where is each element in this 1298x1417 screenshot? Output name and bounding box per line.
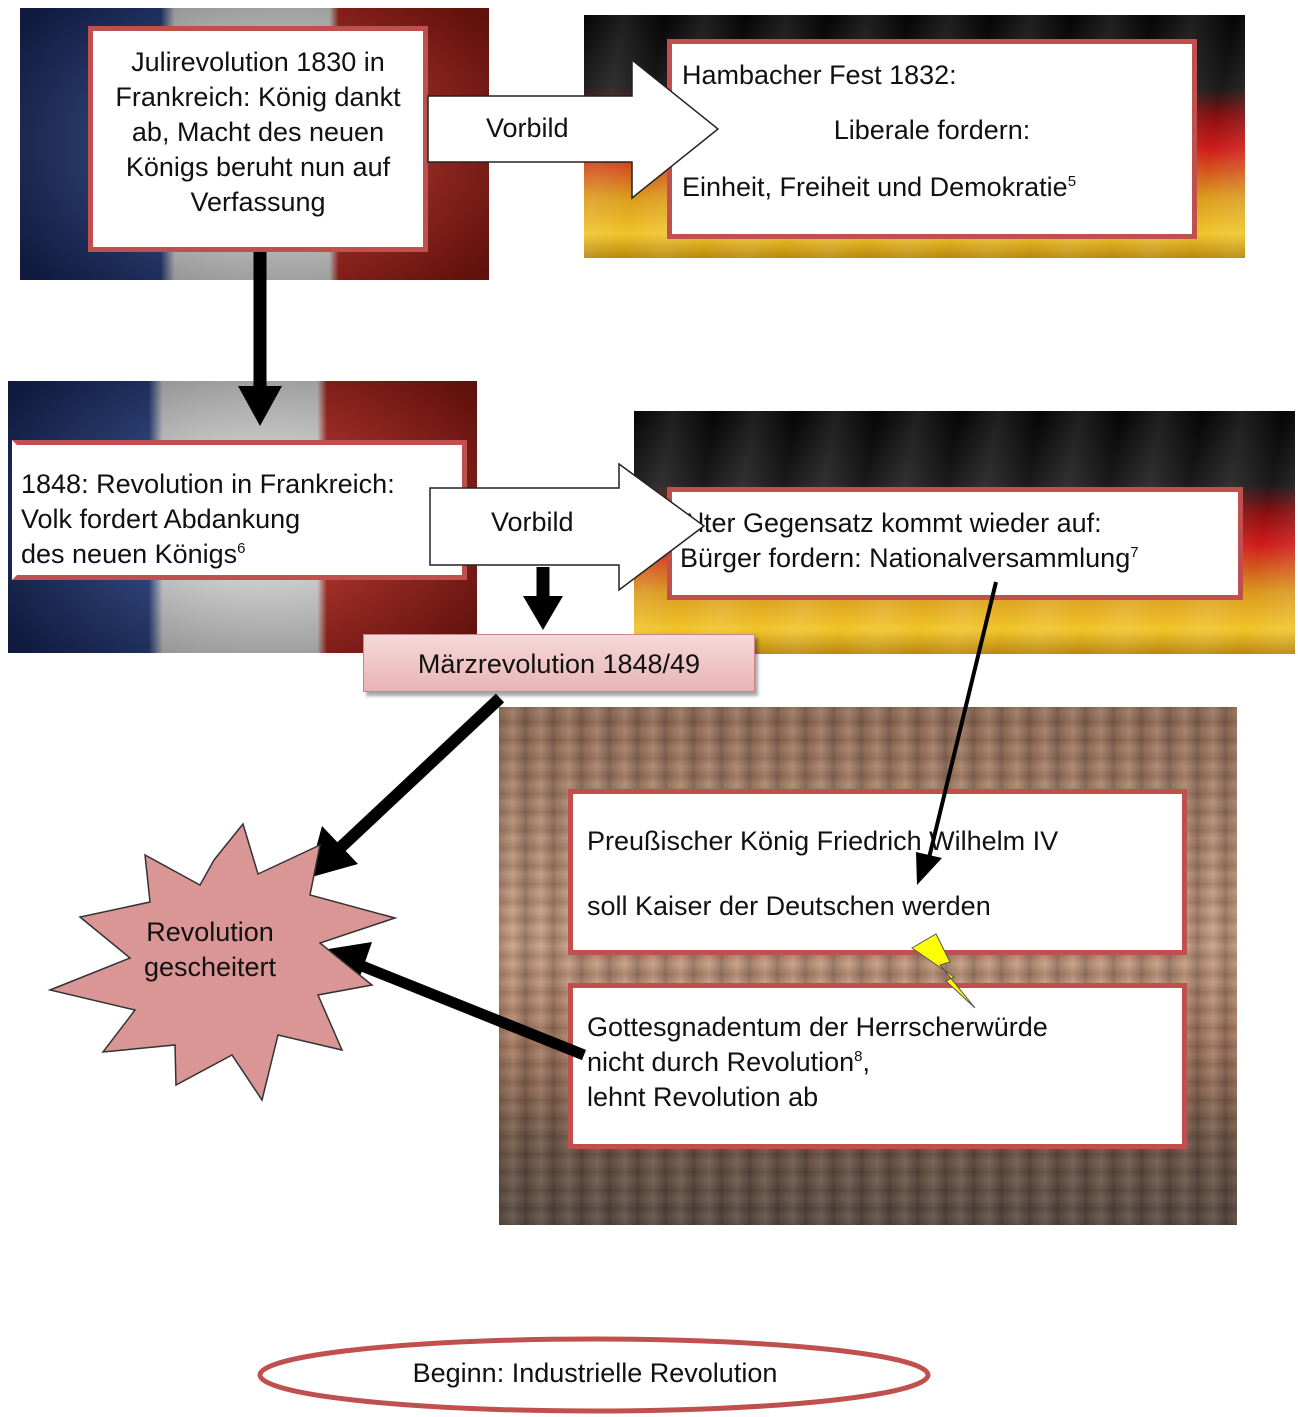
industrie-label: Beginn: Industrielle Revolution [412,1358,778,1388]
hambach-line3-text: Einheit, Freiheit und Demokratie [682,172,1068,203]
industrielle-revolution-ellipse [257,1336,931,1414]
vorbild-arrow-2 [429,462,706,592]
gottes-line2-text: nicht durch Revolution [587,1047,855,1078]
rev1848-line1: 1848: Revolution in Frankreich: [21,469,395,499]
gottes-comma: , [862,1047,871,1078]
footnote-5: 5 [1067,173,1077,191]
hambach-title: Hambacher Fest 1832: [682,60,957,90]
down-arrow-to-maerz [523,567,563,630]
gottes-line1: Gottesgnadentum der Herrscherwürde [587,1012,1048,1042]
revolution-1848-box: 1848: Revolution in Frankreich: Volk for… [12,440,467,580]
gottes-line3: lehnt Revolution ab [587,1082,819,1113]
vorbild-arrow-1 [427,58,720,200]
alter-gegensatz-box: Alter Gegensatz kommt wieder auf: Bürger… [667,487,1243,600]
footnote-7: 7 [1130,544,1139,562]
lightning-icon [911,933,976,1009]
hambach-line2: Liberale fordern: [833,115,1031,146]
rev1848-line3: des neuen Königs6 [21,537,458,572]
hambach-line3: Einheit, Freiheit und Demokratie5 [682,170,1182,205]
maerzrevolution-box: Märzrevolution 1848/49 [363,634,755,692]
maerzrevolution-text: Märzrevolution 1848/49 [417,649,701,679]
kaiser-line2: soll Kaiser der Deutschen werden [587,891,991,922]
gescheitert-label: Revolution gescheitert [120,915,300,985]
gegensatz-line2: Bürger fordern: Nationalversammlung7 [680,541,1230,576]
kaiser-line1: Preußischer König Friedrich Wilhelm IV [587,826,1059,856]
gegensatz-line1: Alter Gegensatz kommt wieder auf: [680,508,1102,538]
footnote-8: 8 [854,1048,863,1066]
vorbild-label-1: Vorbild [486,113,569,143]
gescheitert-line1: Revolution [146,917,274,947]
arrow-nationalversammlung-to-kaiser [916,581,998,885]
hambacher-fest-box: Hambacher Fest 1832: Liberale fordern: E… [667,39,1197,239]
vorbild-label-2: Vorbild [491,507,574,537]
gegensatz-line2-text: Bürger fordern: Nationalversammlung [680,543,1131,574]
rev1848-line2: Volk fordert Abdankung [21,504,301,535]
footnote-6: 6 [237,540,246,558]
down-arrow-1830-1848 [238,252,282,426]
gottesgnadentum-box: Gottesgnadentum der Herrscherwürde nicht… [568,983,1187,1149]
arrow-gottes-to-gescheitert [322,942,587,1061]
kaiser-box: Preußischer König Friedrich Wilhelm IV s… [568,789,1187,955]
arrow-maerz-to-gescheitert [308,693,505,878]
gescheitert-line2: gescheitert [143,952,277,983]
julirevolution-box: Julirevolution 1830 in Frankreich: König… [88,26,428,252]
rev1848-line3-text: des neuen Königs [21,539,238,570]
gottes-line2: nicht durch Revolution8, [587,1045,1168,1080]
revolution-gescheitert-starburst [47,822,398,1102]
julirevolution-text: Julirevolution 1830 in Frankreich: König… [115,47,401,218]
